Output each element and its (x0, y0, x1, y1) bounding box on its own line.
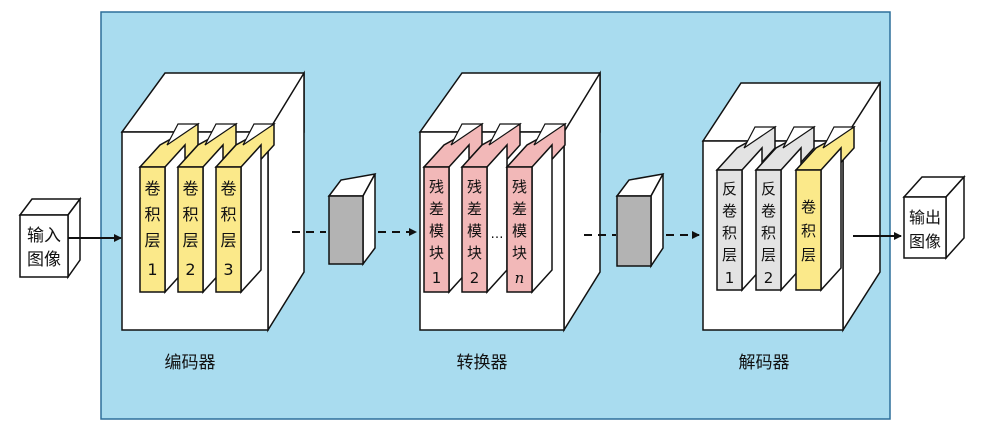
output-label-line1: 输出 (909, 208, 941, 227)
encoder-conv-layer-1: 卷 积 层 1 (138, 122, 200, 294)
deconv-layer-1-char-1: 反 (722, 180, 737, 198)
output-label-line2: 图像 (909, 232, 941, 251)
deconv-layer-2-char-5: 2 (764, 269, 774, 287)
residual-block-n-char-5: n (515, 269, 525, 287)
ellipsis: … (491, 227, 504, 242)
deconv-layer-2-char-2: 卷 (761, 202, 776, 220)
residual-block-n-char-2: 差 (512, 200, 527, 218)
residual-block-1-char-2: 差 (429, 200, 444, 218)
encoder-conv-layer-2-char-2: 积 (182, 205, 198, 224)
deconv-layer-1-char-3: 积 (722, 224, 737, 242)
encoder-conv-layer-2-char-1: 卷 (182, 179, 198, 198)
encoder-conv-layer-3: 卷 积 层 3 (214, 122, 276, 294)
transformer-caption: 转换器 (457, 353, 508, 373)
residual-block-2-char-4: 块 (467, 244, 482, 262)
decoder-conv-layer-char-3: 层 (801, 246, 816, 264)
decoder-conv-layer: 卷 积 层 (794, 125, 856, 292)
residual-block-1-char-4: 块 (429, 244, 444, 262)
residual-block-n-char-4: 块 (512, 244, 527, 262)
decoder-caption: 解码器 (739, 353, 790, 373)
encoder-conv-layer-1-char-4: 1 (147, 260, 157, 279)
residual-block-2-char-1: 残 (467, 178, 482, 196)
feature-map-2 (615, 172, 665, 269)
encoder-conv-layer-2-char-3: 层 (182, 231, 198, 250)
input-label-line1: 输入 (27, 226, 61, 246)
input-label-line2: 图像 (27, 250, 61, 270)
encoder-conv-layer-1-char-2: 积 (144, 205, 160, 224)
encoder-caption: 编码器 (165, 353, 216, 373)
residual-block-1-char-3: 模 (429, 222, 444, 240)
residual-block-1-char-1: 残 (429, 178, 444, 196)
residual-block-n: 残 差 模 块 n (505, 122, 567, 294)
input-image-cube: 输入 图像 (18, 196, 82, 280)
residual-block-n-char-3: 模 (512, 222, 527, 240)
encoder-conv-layer-1-char-1: 卷 (144, 179, 160, 198)
deconv-layer-1-char-5: 1 (725, 269, 735, 287)
encoder-conv-layer-3-char-4: 3 (223, 260, 233, 279)
residual-block-n-char-1: 残 (512, 178, 527, 196)
encoder-conv-layer-3-char-1: 卷 (220, 179, 236, 198)
encoder-conv-layer-1-char-3: 层 (144, 231, 160, 250)
encoder-conv-layer-3-char-3: 层 (220, 231, 236, 250)
deconv-layer-2-char-4: 层 (761, 246, 776, 264)
decoder-conv-layer-char-1: 卷 (801, 198, 816, 216)
encoder-conv-layer-3-char-2: 积 (220, 205, 236, 224)
deconv-layer-1-char-2: 卷 (722, 202, 737, 220)
decoder-conv-layer-char-2: 积 (801, 222, 816, 240)
residual-block-2-char-2: 差 (467, 200, 482, 218)
deconv-layer-1-char-4: 层 (722, 246, 737, 264)
feature-map-1 (327, 172, 377, 267)
residual-block-1-char-5: 1 (432, 269, 442, 287)
output-image-cube: 输出 图像 (902, 175, 966, 260)
encoder-conv-layer-2: 卷 积 层 2 (176, 122, 238, 294)
deconv-layer-2-char-3: 积 (761, 224, 776, 242)
residual-block-2-char-3: 模 (467, 222, 482, 240)
deconv-layer-2-char-1: 反 (761, 180, 776, 198)
residual-block-2-char-5: 2 (470, 269, 480, 287)
encoder-conv-layer-2-char-4: 2 (185, 260, 195, 279)
